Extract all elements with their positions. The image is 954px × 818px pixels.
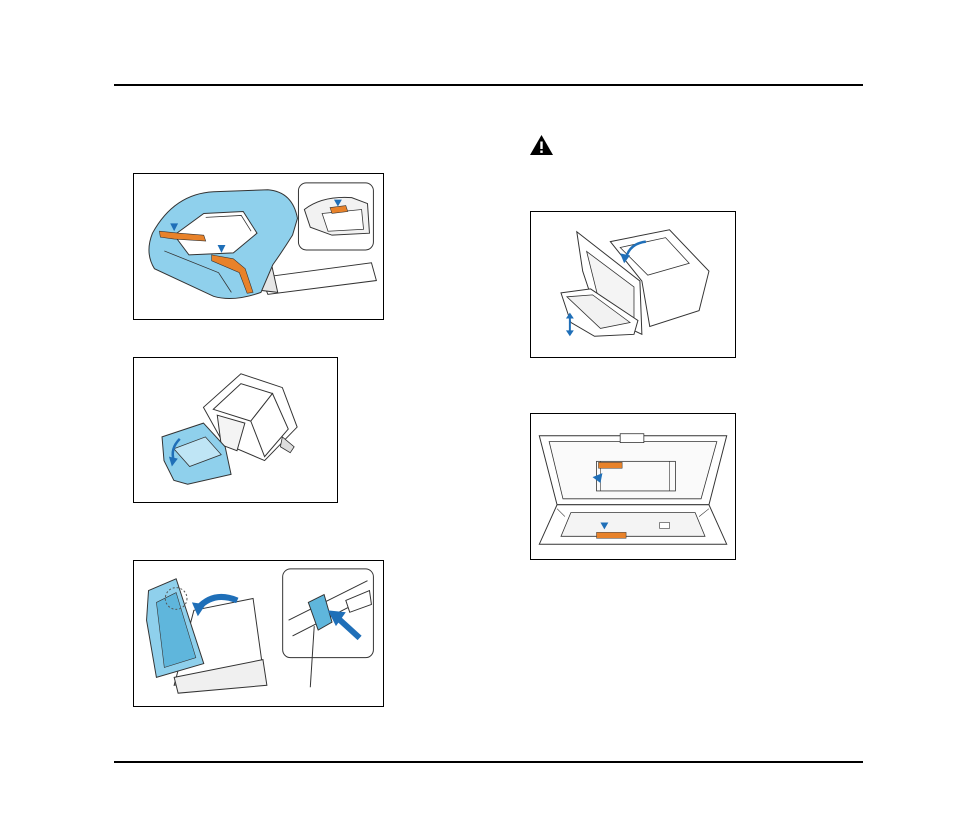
scanner-feed-tray-illustration	[531, 212, 735, 357]
scanner-inside-tape-illustration	[531, 414, 735, 559]
open-eject-tray-figure	[133, 357, 338, 503]
feed-tray-angle-figure	[530, 211, 736, 358]
open-feed-unit-figure	[133, 560, 384, 707]
scanner-open-lever-illustration	[134, 561, 383, 706]
scanner-tape-removal-illustration	[134, 174, 383, 319]
scanner-eject-tray-illustration	[134, 358, 337, 502]
remove-packing-tape-figure	[133, 173, 384, 320]
warning-triangle-icon	[529, 134, 554, 156]
header-rule	[114, 84, 863, 86]
remove-inner-tape-figure	[530, 413, 736, 560]
footer-rule	[114, 761, 863, 763]
